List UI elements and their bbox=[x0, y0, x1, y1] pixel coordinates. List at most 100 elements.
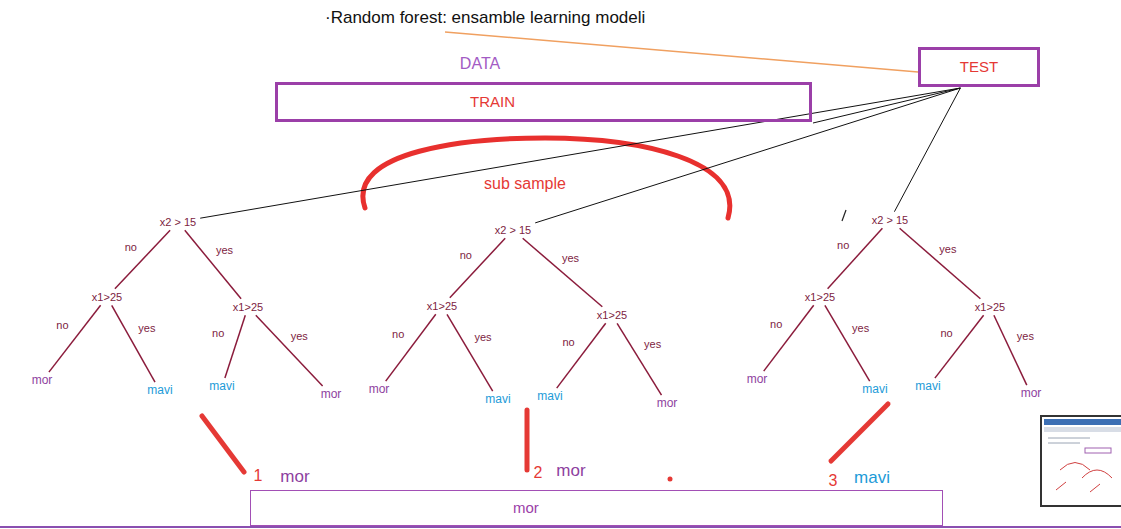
node-text: mor bbox=[32, 374, 53, 388]
connector bbox=[900, 228, 981, 298]
edge-label: no bbox=[836, 239, 850, 251]
node-text: mor bbox=[1021, 387, 1042, 401]
node-text: x1>25 bbox=[597, 309, 627, 322]
leaf-node: mavi bbox=[482, 392, 513, 408]
node-text: mavi bbox=[147, 384, 172, 398]
leaf-node: mor bbox=[318, 387, 345, 403]
edge-label: yes bbox=[643, 338, 662, 350]
connector bbox=[112, 305, 155, 382]
connector bbox=[115, 230, 170, 288]
vote-bar bbox=[525, 410, 530, 470]
connector bbox=[450, 238, 505, 297]
node-text: mavi bbox=[915, 380, 940, 394]
leaf-node: mavi bbox=[534, 389, 565, 405]
edge-label: yes bbox=[290, 330, 309, 342]
thumbnail-bar bbox=[1044, 419, 1121, 425]
node-text: mavi bbox=[209, 380, 234, 394]
subsample-arc bbox=[363, 138, 730, 218]
node-text: x2 > 15 bbox=[495, 224, 531, 237]
thumbnail-frame bbox=[1041, 416, 1121, 506]
split-node: x1>25 bbox=[802, 290, 838, 305]
node-text: mavi bbox=[537, 390, 562, 404]
subsample-label: sub sample bbox=[482, 175, 568, 193]
callout-number: 1 bbox=[252, 467, 265, 485]
callout-number: 3 bbox=[827, 472, 840, 490]
node-text: x2 > 15 bbox=[160, 216, 196, 229]
split-node: x2 > 15 bbox=[869, 213, 911, 228]
diagram-title: ·Random forest: ensamble learning modeli bbox=[325, 8, 645, 28]
vote-label: mor bbox=[278, 467, 311, 487]
edge-label: no bbox=[939, 327, 953, 339]
node-text: TEST bbox=[960, 58, 998, 75]
connector bbox=[894, 88, 960, 212]
connector bbox=[200, 88, 960, 218]
node-text: mor bbox=[369, 383, 390, 397]
leaf-node: mor bbox=[744, 372, 771, 388]
edge-label: no bbox=[459, 249, 473, 261]
connector bbox=[617, 323, 661, 395]
node-text: mor bbox=[513, 499, 539, 516]
leaf-node: mor bbox=[366, 382, 393, 398]
connector bbox=[764, 305, 814, 371]
node-text: x1>25 bbox=[805, 291, 835, 304]
thumbnail-toolbar bbox=[1044, 427, 1121, 432]
edge-label: no bbox=[769, 318, 783, 330]
edge-label: yes bbox=[1016, 330, 1035, 342]
connector bbox=[447, 314, 493, 391]
vote-bar bbox=[202, 416, 244, 472]
node-text: TRAIN bbox=[470, 93, 515, 110]
pen-tick bbox=[842, 210, 846, 221]
connector bbox=[557, 323, 606, 388]
split-node: x2 > 15 bbox=[157, 215, 199, 230]
edge-label: yes bbox=[851, 322, 870, 334]
split-node: x1>25 bbox=[424, 299, 460, 314]
node-text: x1>25 bbox=[427, 300, 457, 313]
node-text: mor bbox=[657, 397, 678, 411]
connector bbox=[535, 88, 960, 223]
connector bbox=[386, 314, 436, 381]
vote-bar bbox=[831, 404, 888, 461]
leaf-node: mor bbox=[1018, 386, 1045, 402]
leaf-node: mavi bbox=[206, 379, 237, 395]
edge-label: yes bbox=[473, 331, 492, 343]
split-node: x1>25 bbox=[89, 290, 125, 305]
thumbnail-line bbox=[1048, 443, 1080, 444]
edge-label: yes bbox=[938, 243, 957, 255]
node-text: x1>25 bbox=[233, 301, 263, 314]
test-box: TEST bbox=[918, 47, 1040, 87]
connector bbox=[225, 315, 245, 378]
split-node: x1>25 bbox=[230, 300, 266, 315]
vote-label: mavi bbox=[852, 468, 892, 488]
node-text: x2 > 15 bbox=[872, 214, 908, 227]
edge-label: no bbox=[55, 319, 69, 331]
connector bbox=[49, 305, 101, 372]
edge-label: no bbox=[211, 327, 225, 339]
connector bbox=[523, 238, 603, 306]
connector bbox=[825, 305, 870, 381]
callout-number: 2 bbox=[532, 464, 545, 482]
train-box: TRAIN bbox=[275, 82, 812, 122]
node-text: mavi bbox=[862, 383, 887, 397]
connector bbox=[813, 88, 960, 123]
leaf-node: mavi bbox=[912, 379, 943, 395]
data-label: DATA bbox=[458, 55, 502, 73]
thumbnail-sketch bbox=[1056, 463, 1112, 493]
connector bbox=[828, 228, 883, 288]
thumbnail-box bbox=[1085, 448, 1111, 453]
node-text: mor bbox=[747, 373, 768, 387]
leaf-node: mor bbox=[654, 396, 681, 412]
thumbnail-line bbox=[1048, 438, 1090, 439]
edge-label: no bbox=[561, 336, 575, 348]
thumbnail bbox=[1041, 416, 1121, 506]
result-box: mor bbox=[250, 490, 943, 526]
edge-label: no bbox=[391, 328, 405, 340]
edge-label: yes bbox=[561, 252, 580, 264]
bottom-rule bbox=[0, 526, 1121, 528]
vote-label: mor bbox=[554, 461, 587, 481]
node-text: x1>25 bbox=[92, 291, 122, 304]
edge-label: yes bbox=[215, 244, 234, 256]
node-text: x1>25 bbox=[975, 301, 1005, 314]
